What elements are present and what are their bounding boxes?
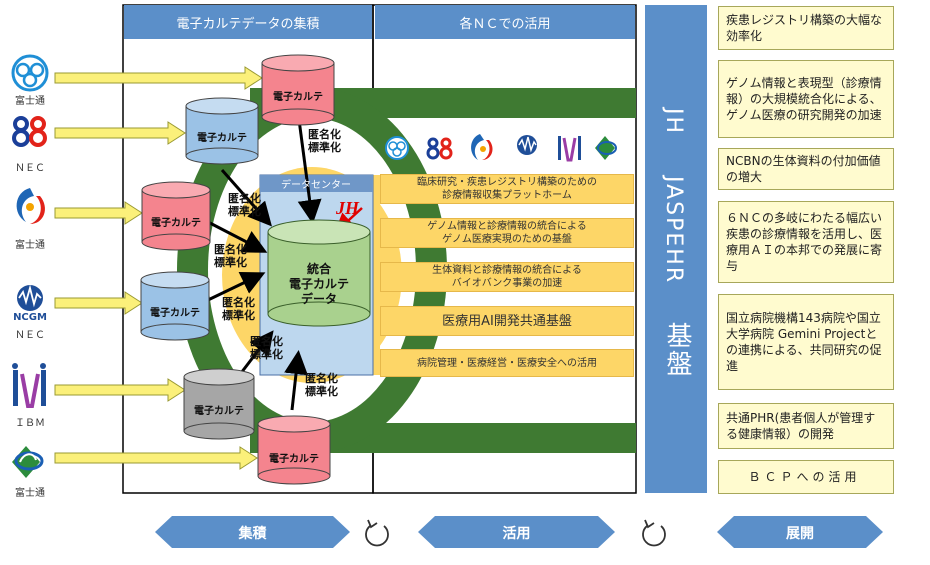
fujitsu-logo-icon	[11, 54, 49, 92]
ncgm-logo-icon	[17, 284, 43, 311]
collection-header: 電子カルテデータの集積	[124, 5, 372, 39]
ibm-logo-icon	[12, 363, 46, 408]
ncnp-logo-icon	[16, 188, 45, 224]
outcome-genome: ゲノム情報と表現型（診療情報）の大規模統合化による、ゲノム医療の研究開発の加速	[718, 60, 894, 138]
platform-kiban: 基盤	[662, 322, 692, 378]
emr-cylinder-gray	[183, 368, 255, 440]
cycle-icon-2	[642, 519, 666, 547]
phase-expand-shape	[717, 516, 883, 548]
nc-logo-ibm-icon	[558, 136, 581, 162]
vendor-caption-1: 富士通	[15, 96, 45, 107]
emr-label-gray: 電子カルテ	[194, 406, 244, 417]
use-box-biobank: 生体資料と診療情報の統合によるバイオバンク事業の加速	[380, 262, 634, 292]
outcome-ai: ６ＮＣの多岐にわたる幅広い疾患の診療情報を活用し、医療用ＡＩの本邦での発展に寄与	[718, 201, 894, 283]
platform-jh: JH	[661, 108, 686, 136]
nc-logo-ncnp-icon	[471, 134, 493, 160]
ncgm-logo-text: NCGM	[13, 312, 47, 323]
phase-use-shape	[418, 516, 615, 548]
outcome-collaboration: 国立病院機構143病院や国立大学病院 Gemini Projectとの連携による…	[718, 294, 894, 390]
outcome-bcp: ＢＣＰへの活用	[718, 460, 894, 494]
vendor-caption-2: ＮＥＣ	[15, 163, 45, 174]
emr-cylinder-red-2	[141, 181, 211, 251]
nc-logo-nec-icon	[426, 137, 453, 160]
integrated-line-1: 統合	[306, 262, 331, 276]
emr-label-red-2: 電子カルテ	[151, 218, 201, 229]
anon-label-5: 匿名化標準化	[250, 335, 283, 361]
emr-label-red-3: 電子カルテ	[269, 454, 319, 465]
emr-cylinder-blue-1	[185, 97, 259, 165]
nec-88-logo-icon	[12, 116, 47, 147]
phase-collect-label: 集積	[238, 526, 267, 542]
integrated-line-3: データ	[300, 292, 337, 306]
nc-logo-fujitsu-icon	[385, 136, 409, 160]
anon-label-1: 匿名化標準化	[308, 128, 341, 154]
nc-logo-ncchd-icon	[595, 136, 617, 160]
outcome-ncbn: NCBNの生体資料の付加価値の増大	[718, 148, 894, 190]
nc-logo-ncgm-icon	[517, 135, 537, 155]
phase-collect-shape	[155, 516, 350, 548]
anon-label-3: 匿名化標準化	[214, 243, 247, 269]
vendor-caption-4: ＮＥＣ	[15, 330, 45, 341]
emr-label-red-1: 電子カルテ	[273, 92, 323, 103]
integrated-data-label: 統合 電子カルテ データ	[268, 262, 370, 307]
data-center-header	[260, 175, 373, 192]
use-box-genome: ゲノム情報と診療情報の統合によるゲノム医療実現のための基盤	[380, 218, 634, 248]
anon-label-6: 匿名化標準化	[305, 372, 338, 398]
data-center-label: データセンター	[281, 180, 351, 191]
use-box-hospital: 病院管理・医療経営・医療安全への活用	[380, 349, 634, 377]
jh-platform-bar	[645, 5, 707, 493]
outcome-registry: 疾患レジストリ構築の大幅な効率化	[718, 6, 894, 50]
emr-cylinder-red-1	[261, 54, 335, 126]
vendor-arrows	[54, 66, 263, 470]
use-box-registry: 臨床研究・疾患レジストリ構築のための診療情報収集プラットホーム	[380, 174, 634, 204]
fujitsu-logo-2-icon	[12, 446, 44, 478]
emr-cylinder-red-3	[257, 415, 331, 485]
phase-expand-label: 展開	[786, 526, 814, 542]
phase-use-label: 活用	[502, 526, 531, 542]
emr-label-blue-2: 電子カルテ	[150, 308, 200, 319]
emr-label-blue-1: 電子カルテ	[197, 133, 247, 144]
cycle-icon-1	[365, 519, 389, 547]
integrated-line-2: 電子カルテ	[288, 277, 349, 291]
anon-label-4: 匿名化標準化	[222, 296, 255, 322]
jh-logo: JH	[336, 198, 360, 218]
utilization-header: 各ＮＣでの活用	[375, 5, 635, 39]
vendor-caption-6: 富士通	[15, 488, 45, 499]
vendor-caption-5: ＩＢＭ	[15, 418, 45, 429]
emr-cylinder-blue-2	[140, 271, 210, 341]
integrated-cylinder	[267, 219, 371, 327]
outcome-phr: 共通PHR(患者個人が管理する健康情報）の開発	[718, 403, 894, 449]
platform-jaspehr: JASPEHR	[661, 176, 686, 285]
vendor-caption-3: 富士通	[15, 240, 45, 251]
nc-logo-row	[385, 134, 617, 162]
anon-label-2: 匿名化標準化	[228, 192, 261, 218]
use-box-ai: 医療用AI開発共通基盤	[380, 306, 634, 336]
